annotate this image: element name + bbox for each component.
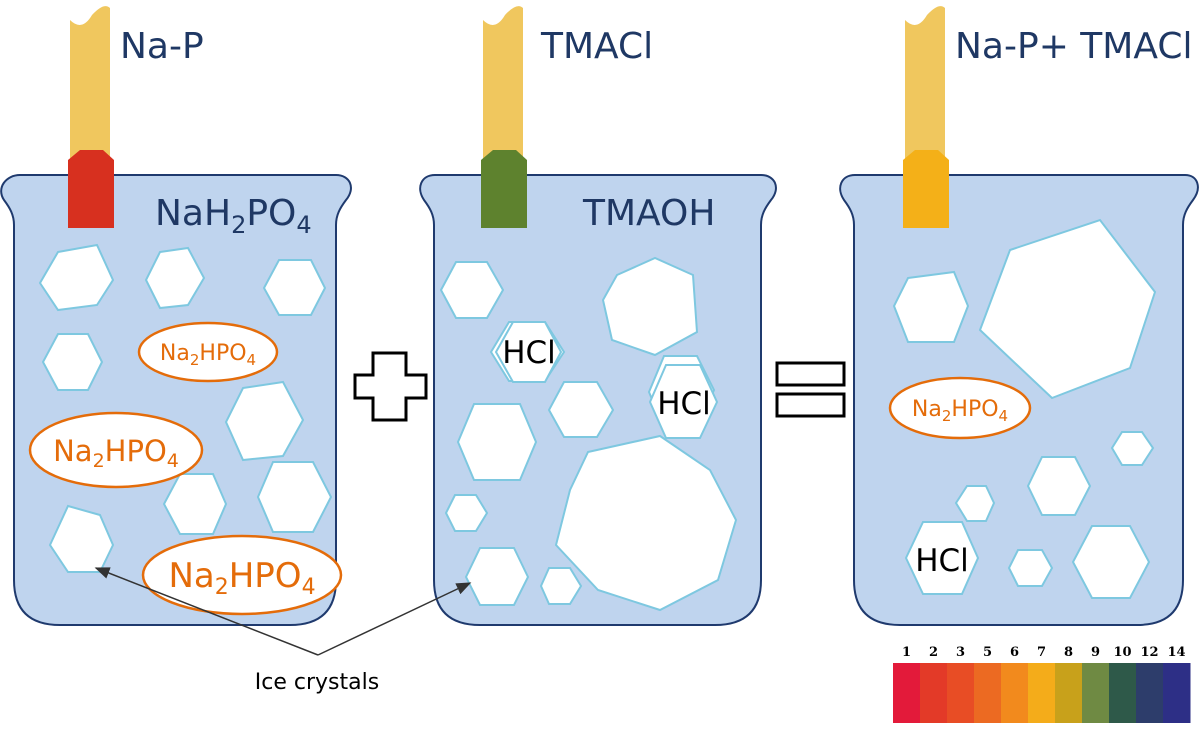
salt-oval [141, 534, 343, 616]
ice-crystals-label: Ice crystals [255, 670, 379, 695]
strip-2: TMACl [481, 6, 653, 229]
ice-crystal [262, 259, 327, 316]
ice-crystal [144, 246, 206, 310]
ph-scale-label: 2 [929, 645, 938, 660]
ph-scale-swatch [1109, 663, 1137, 723]
ph-scale-swatch [947, 663, 975, 723]
equals-bar-top [775, 361, 846, 387]
ph-scale-label: 12 [1140, 645, 1158, 660]
ice-crystal [601, 256, 699, 357]
ph-scale-swatch [974, 663, 1002, 723]
ice-crystal [1007, 549, 1054, 587]
ice-crystal [439, 261, 505, 319]
ph-scale-swatches [893, 663, 1191, 723]
ph-scale-label: 10 [1113, 645, 1131, 660]
ice-crystal [547, 381, 615, 438]
ph-scale-label: 6 [1010, 645, 1019, 660]
salt-label: Na2HPO4 [160, 341, 256, 369]
salt-ovals: Na2HPO4 Na2HPO4 Na2HPO4 Na2HPO4 [28, 321, 1032, 616]
strip-2-label: TMACl [540, 26, 653, 67]
ph-scale-label: 14 [1167, 645, 1185, 660]
salt-oval [137, 321, 279, 383]
equals-bar-bottom [775, 392, 846, 418]
strip-1: Na-P [68, 6, 204, 229]
salt-label: Na2HPO4 [912, 397, 1008, 425]
hcl-label: HCl [502, 335, 556, 371]
salt-oval [28, 411, 204, 489]
ph-scale-swatch [893, 663, 921, 723]
ice-crystal [978, 218, 1157, 400]
hcl-label: HCl [657, 386, 711, 422]
ice-crystal [1071, 525, 1151, 599]
salt-label: Na2HPO4 [53, 434, 179, 472]
ph-scale-label: 8 [1064, 645, 1073, 660]
ph-scale-swatch [1082, 663, 1110, 723]
ice-crystal [464, 547, 530, 606]
hcl-hexagon [494, 321, 563, 383]
ph-scale-swatch [920, 663, 948, 723]
ice-crystal-annotation: Ice crystals [94, 567, 472, 695]
ice-crystal [38, 243, 115, 312]
ph-scale-swatch [1001, 663, 1029, 723]
hcl-label: HCl [915, 543, 969, 579]
beaker-1-label: NaH2PO4 [155, 193, 312, 239]
ice-crystal [1110, 431, 1155, 466]
hcl-markers: HCl HCl HCl [494, 321, 980, 595]
ph-scale-label: 3 [956, 645, 965, 660]
ice-crystal [554, 434, 738, 612]
ice-crystal [892, 270, 970, 343]
ph-scale-swatch [1028, 663, 1056, 723]
strip-3-pad [903, 150, 949, 228]
ice-crystal [444, 494, 489, 532]
ice-crystal [954, 485, 996, 522]
ice-crystal [1026, 456, 1092, 516]
ph-scale-label: 7 [1037, 645, 1046, 660]
ice-crystal [539, 567, 583, 605]
strip-1-pad [68, 150, 114, 228]
beaker-2-label: TMAOH [582, 193, 715, 234]
ice-crystal [456, 403, 538, 481]
equals-sign [775, 361, 846, 418]
annotation-arrow-left [94, 567, 319, 656]
ph-scale-swatch [1163, 663, 1191, 723]
strip-3-label: Na-P+ TMACl [955, 26, 1192, 67]
ph-scale-label: 5 [983, 645, 992, 660]
ice-crystal [224, 380, 305, 462]
salt-label: Na2HPO4 [168, 556, 315, 600]
salt-oval [888, 376, 1032, 440]
hcl-hexagon [648, 364, 719, 439]
ph-scale-swatch [1136, 663, 1164, 723]
ice-crystal [162, 473, 228, 535]
hcl-hexagon [904, 521, 980, 595]
ice-crystal [41, 333, 104, 391]
strip-1-label: Na-P [120, 26, 204, 67]
strip-3: Na-P+ TMACl [903, 6, 1192, 229]
strip-2-pad [481, 150, 527, 228]
ph-scale-label: 9 [1091, 645, 1100, 660]
ph-scale-label: 1 [902, 645, 911, 660]
ice-crystal [256, 461, 333, 533]
plus-sign [353, 351, 428, 422]
annotation-arrow-right [317, 582, 472, 656]
ph-scale-swatch [1055, 663, 1083, 723]
